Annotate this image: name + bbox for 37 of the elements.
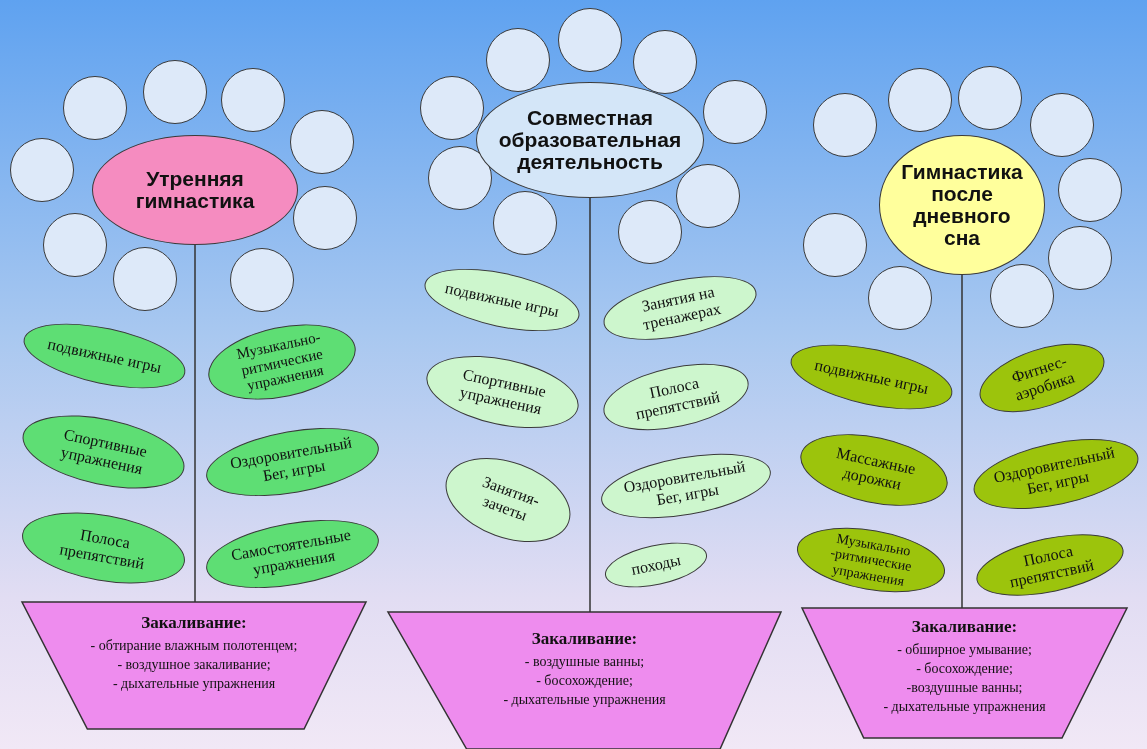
- leaf-label: Спортивные упражнения: [456, 365, 548, 420]
- leaf-label: подвижные игры: [45, 335, 163, 377]
- flower-stem: [961, 274, 963, 609]
- flower-title: Гимнастика после дневного сна: [900, 160, 1024, 250]
- leaf-label: Фитнес-аэробика: [1008, 351, 1078, 406]
- flower-center-ellipse: [476, 82, 704, 198]
- leaf-label: Спортивные упражнения: [57, 425, 149, 480]
- leaf-label: Массажные дорожки: [833, 443, 918, 495]
- flower-pot: [802, 608, 1127, 738]
- leaf-label: Полоса препятствий: [56, 525, 147, 575]
- petal-circle: [676, 164, 740, 228]
- list-item: -воздушные ванны;: [906, 678, 1023, 697]
- flower-title: Утренняя гимнастика: [134, 167, 256, 213]
- flower-stem: [194, 244, 196, 603]
- list-item: - обтирание влажным полотенцем;: [90, 637, 298, 656]
- pot-heading: Закаливание:: [531, 628, 638, 650]
- leaf-label: походы: [629, 551, 683, 579]
- list-item: - босохождение;: [536, 672, 633, 690]
- flower-pot: [388, 612, 781, 749]
- leaf-label: подвижные игры: [812, 356, 930, 398]
- list-item: - дыхательные упражнения: [503, 690, 666, 709]
- pot-heading: Закаливание:: [141, 612, 247, 634]
- list-item: - обширное умывание;: [897, 641, 1032, 660]
- flower-stem: [589, 197, 591, 613]
- list-item: - воздушные ванны;: [524, 653, 645, 672]
- leaf-label: Занятия на тренажерах: [639, 282, 724, 335]
- leaf-label: подвижные игры: [443, 279, 561, 321]
- list-item: - воздушное закаливание;: [117, 656, 271, 674]
- flower-title: Совместная образовательная деятельность: [497, 106, 683, 174]
- list-item: - дыхательные упражнения: [883, 697, 1046, 716]
- list-item: - дыхательные упражнения: [112, 674, 276, 693]
- flower-pot: [22, 602, 366, 729]
- list-item: - босохождение;: [916, 660, 1013, 678]
- petal-circle: [990, 264, 1054, 328]
- pot-heading: Закаливание:: [911, 616, 1018, 638]
- flower-center-ellipse: [92, 135, 298, 245]
- leaf-label: Музыкально -ритмические упражнения: [828, 529, 914, 591]
